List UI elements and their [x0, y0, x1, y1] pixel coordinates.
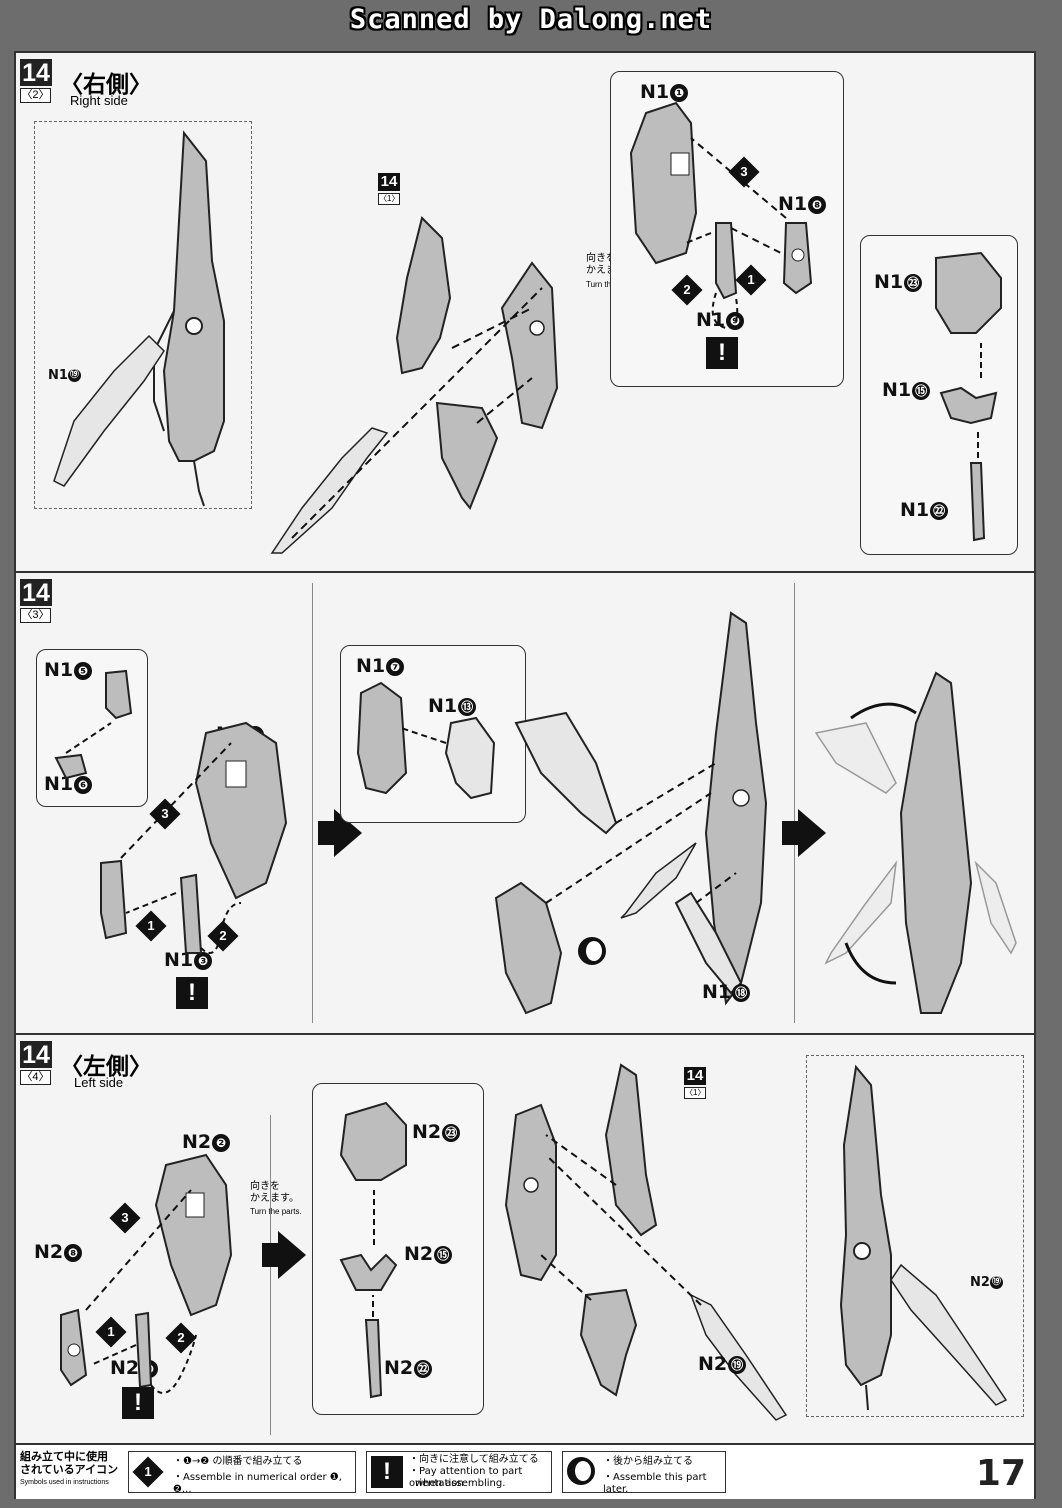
orientation-warning-icon: ! [122, 1387, 154, 1419]
left-wing-complete-drawing [839, 1064, 1008, 1411]
divider [270, 1115, 271, 1435]
next-arrow [262, 1231, 306, 1279]
order-2: 2 [671, 274, 703, 306]
side-title-jp: 〈左側〉 [60, 1054, 152, 1080]
completed-view-box [806, 1055, 1024, 1417]
legend-item-orientation: ! ・向きに注意して組み立てる ・Pay attention to part o… [366, 1451, 552, 1493]
order-2: 2 [165, 1322, 197, 1354]
divider [794, 583, 795, 1023]
side-title-en: Right side [70, 93, 128, 108]
left-side-exploded-drawing [504, 1063, 788, 1421]
step-number: 14 [20, 1041, 52, 1069]
subassembly-n1-2-drawing [54, 669, 288, 954]
next-arrow [782, 809, 826, 857]
legend-item-jp: ・❶→❷ の順番で組み立てる [173, 1456, 303, 1467]
ref-substep-number: 〈1〉 [684, 1087, 706, 1099]
order-1: 1 [735, 264, 767, 296]
subassembly-n2-23-drawing [339, 1101, 407, 1399]
legend-item-en: ・Assemble this part later. [603, 1472, 707, 1495]
side-title-jp: 〈右側〉 [60, 72, 152, 98]
scan-watermark-bar: Scanned by Dalong.net [0, 0, 1062, 46]
right-wing-complete-drawing [53, 130, 225, 507]
order-2: 2 [207, 920, 239, 952]
subassembly-n1-1-drawing [629, 101, 813, 330]
order-icon: 1 [132, 1456, 164, 1488]
order-1: 1 [135, 910, 167, 942]
substep-number: 〈2〉 [20, 88, 51, 103]
legend-subtitle: Symbols used in instructions [20, 1479, 109, 1486]
divider [312, 583, 313, 1023]
step-number: 14 [20, 59, 52, 87]
right-side-exploded-drawing [270, 216, 559, 554]
legend-item-en: ・Pay attention to part orientation [409, 1466, 523, 1489]
legend-title: 組み立て中に使用されているアイコン [20, 1451, 119, 1476]
assemble-later-icon [567, 1457, 595, 1485]
symbols-legend: 組み立て中に使用されているアイコン Symbols used in instru… [16, 1443, 1034, 1499]
completed-view-box [34, 121, 252, 509]
page-number: 17 [975, 1453, 1026, 1494]
turn-parts-note-jp: 向きをかえます。 [250, 1181, 299, 1204]
step-3-main-drawing [494, 611, 768, 1015]
step-number: 14 [20, 579, 52, 607]
subassembly-box-n1-5 [36, 649, 148, 807]
legend-item-jp: ・後から組み立てる [603, 1456, 693, 1467]
subassembly-n1-23-drawing [935, 251, 1002, 542]
order-3: 3 [109, 1202, 141, 1234]
substep-number: 〈4〉 [20, 1070, 51, 1085]
order-3: 3 [728, 156, 760, 188]
ref-step-number: 14 [378, 173, 400, 191]
legend-item-jp: ・向きに注意して組み立てる [409, 1454, 539, 1465]
legend-item-en-2: when assembling. [415, 1478, 506, 1489]
subassembly-n1-7-drawing [356, 681, 496, 800]
substep-number: 〈3〉 [20, 608, 51, 623]
orientation-warning-icon: ! [371, 1456, 403, 1488]
ref-step-number: 14 [684, 1067, 706, 1085]
order-1: 1 [95, 1316, 127, 1348]
assemble-later-icon [578, 937, 606, 965]
legend-item-en: ・Assemble in numerical order ❶, ❷... [173, 1472, 342, 1495]
scan-watermark: Scanned by Dalong.net [349, 4, 713, 35]
legend-item-assemble-later: ・後から組み立てる ・Assemble this part later. [562, 1451, 726, 1495]
ref-substep-number: 〈1〉 [378, 193, 400, 205]
turn-parts-note-en: Turn the parts. [250, 1207, 302, 1216]
legend-item-numerical-order: 1 ・❶→❷ の順番で組み立てる ・Assemble in numerical … [128, 1451, 356, 1495]
panel-left-side: 14 〈4〉 〈左側〉 Left side N2❷ N2❽ N2❾ 3 1 2 … [16, 1035, 1034, 1443]
side-title-en: Left side [74, 1075, 124, 1090]
order-3: 3 [149, 798, 181, 830]
orientation-warning-icon: ! [706, 337, 738, 369]
subassembly-n2-2-drawing [60, 1153, 233, 1394]
step-3-result-drawing [814, 671, 1017, 1014]
orientation-warning-icon: ! [176, 977, 208, 1009]
